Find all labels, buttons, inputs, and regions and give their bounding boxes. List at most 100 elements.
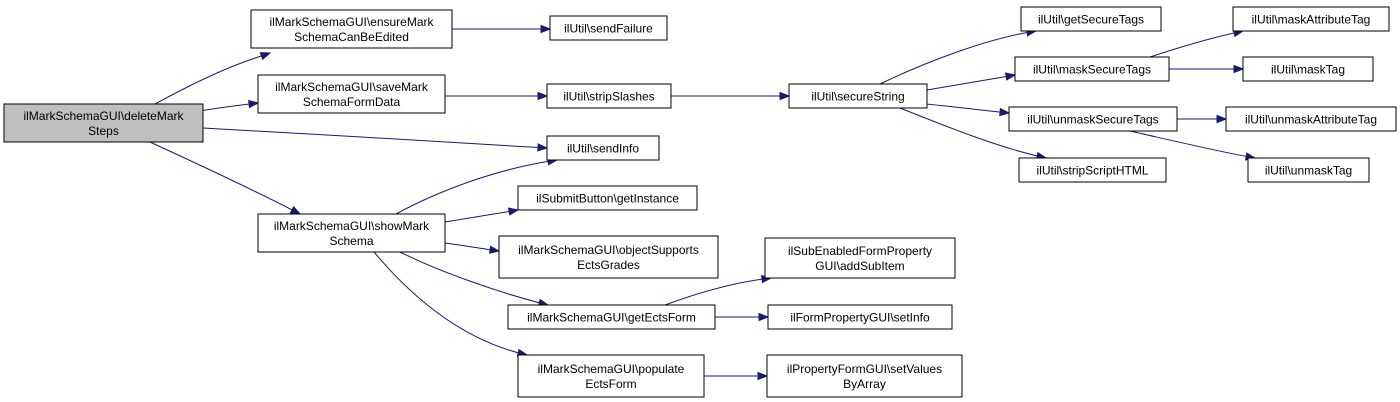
- node-label: Schema: [329, 234, 373, 248]
- node-label: ilUtil\sendInfo: [567, 142, 639, 156]
- edge-masksecure-to-masktag: [1169, 64, 1245, 74]
- node-sendfailure[interactable]: ilUtil\sendFailure: [549, 15, 668, 41]
- node-label: ilUtil\getSecureTags: [1038, 13, 1144, 27]
- arrowhead-icon: [999, 107, 1011, 117]
- node-box: [517, 185, 698, 211]
- node-label: ilUtil\maskSecureTags: [1033, 63, 1151, 77]
- node-label: ilUtil\maskTag: [1271, 63, 1345, 77]
- node-label: EctsForm: [585, 377, 636, 391]
- edge-root-to-ensure: [154, 52, 272, 105]
- node-label: GUI\addSubItem: [815, 259, 904, 273]
- node-maskattr[interactable]: ilUtil\maskAttributeTag: [1232, 6, 1390, 32]
- node-unmasksecure[interactable]: ilUtil\unmaskSecureTags: [1008, 106, 1178, 132]
- node-sendinfo[interactable]: ilUtil\sendInfo: [546, 135, 660, 161]
- arrowhead-icon: [289, 205, 302, 215]
- node-box: [549, 15, 668, 41]
- node-label: ilUtil\unmaskAttributeTag: [1245, 113, 1377, 127]
- node-box: [257, 74, 446, 114]
- node-submit[interactable]: ilSubmitButton\getInstance: [517, 185, 698, 211]
- arrowhead-icon: [259, 52, 272, 61]
- node-label: ilMarkSchemaGUI\deleteMark: [23, 109, 184, 123]
- node-label: ByArray: [843, 377, 886, 391]
- edge-root-to-sendinfo: [202, 127, 549, 152]
- node-label: Steps: [88, 124, 119, 138]
- node-box: [764, 237, 956, 279]
- node-box: [767, 304, 953, 330]
- node-label: ilPropertyFormGUI\setValues: [787, 362, 942, 376]
- node-label: ilMarkSchemaGUI\ensureMark: [269, 15, 434, 29]
- arrowhead-icon: [507, 207, 520, 216]
- edge-show-to-submit: [444, 207, 520, 223]
- node-box: [1242, 56, 1374, 82]
- edge-unmasksecure-to-unmasktag: [1129, 130, 1257, 161]
- edge-line: [1149, 30, 1244, 58]
- node-stripscript[interactable]: ilUtil\stripScriptHTML: [1018, 157, 1167, 183]
- arrowhead-icon: [758, 312, 770, 322]
- edge-show-to-objsupports: [444, 242, 501, 254]
- edge-line: [399, 251, 549, 306]
- node-box: [1020, 6, 1162, 32]
- edge-secure-to-masksecure: [926, 72, 1017, 91]
- edge-line: [1129, 130, 1256, 159]
- node-strip[interactable]: ilUtil\stripSlashes: [546, 83, 672, 109]
- node-box: [3, 103, 204, 143]
- edge-line: [395, 159, 558, 215]
- node-label: ilFormPropertyGUI\setInfo: [790, 311, 930, 325]
- node-setinfo[interactable]: ilFormPropertyGUI\setInfo: [767, 304, 953, 330]
- node-masksecure[interactable]: ilUtil\maskSecureTags: [1014, 56, 1170, 82]
- arrowhead-icon: [1233, 64, 1245, 74]
- node-label: ilUtil\stripScriptHTML: [1036, 164, 1148, 178]
- node-label: SchemaCanBeEdited: [294, 30, 409, 44]
- arrowhead-icon: [488, 245, 501, 254]
- node-unmasktag[interactable]: ilUtil\unmaskTag: [1247, 157, 1370, 183]
- node-label: ilUtil\stripSlashes: [563, 90, 654, 104]
- node-box: [546, 135, 660, 161]
- node-box: [788, 83, 928, 109]
- node-label: SchemaFormData: [303, 95, 401, 109]
- node-box: [517, 354, 705, 398]
- edge-line: [373, 251, 528, 356]
- node-label: ilMarkSchemaGUI\saveMark: [275, 80, 429, 94]
- nodes-layer: ilMarkSchemaGUI\deleteMarkStepsilMarkSch…: [3, 6, 1397, 398]
- edge-getects-to-setinfo: [715, 312, 770, 322]
- edge-getects-to-addsub: [664, 274, 773, 306]
- node-getsecure[interactable]: ilUtil\getSecureTags: [1020, 6, 1162, 32]
- arrowhead-icon: [1216, 114, 1228, 124]
- node-label: EctsGrades: [577, 258, 640, 272]
- edge-line: [444, 209, 519, 223]
- node-label: ilSubmitButton\getInstance: [536, 192, 679, 206]
- node-getects[interactable]: ilMarkSchemaGUI\getEctsForm: [507, 304, 716, 330]
- edge-line: [879, 30, 1037, 85]
- edge-populate-to-setvalues: [704, 371, 769, 381]
- node-secure[interactable]: ilUtil\secureString: [788, 83, 928, 109]
- node-ensure[interactable]: ilMarkSchemaGUI\ensureMarkSchemaCanBeEdi…: [250, 9, 453, 49]
- edge-save-to-strip: [444, 91, 549, 101]
- node-box: [1247, 157, 1370, 183]
- edge-root-to-save: [198, 99, 260, 112]
- edge-line: [664, 277, 772, 306]
- node-label: ilMarkSchemaGUI\getEctsForm: [527, 311, 696, 325]
- node-label: ilUtil\unmaskTag: [1265, 164, 1352, 178]
- edge-line: [899, 107, 1047, 159]
- node-box: [498, 235, 719, 279]
- node-label: ilMarkSchemaGUI\showMark: [274, 219, 430, 233]
- arrowhead-icon: [779, 91, 791, 101]
- node-unmaskattr[interactable]: ilUtil\unmaskAttributeTag: [1225, 106, 1397, 132]
- arrowhead-icon: [1004, 72, 1017, 81]
- node-box: [1018, 157, 1167, 183]
- node-box: [1008, 106, 1178, 132]
- edge-root-to-show: [149, 141, 302, 215]
- node-box: [1225, 106, 1397, 132]
- node-masktag[interactable]: ilUtil\maskTag: [1242, 56, 1374, 82]
- node-label: ilMarkSchemaGUI\populate: [538, 362, 685, 376]
- arrowhead-icon: [540, 24, 552, 34]
- node-label: ilUtil\secureString: [811, 90, 904, 104]
